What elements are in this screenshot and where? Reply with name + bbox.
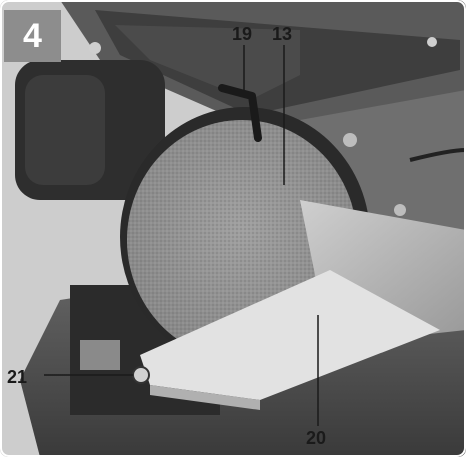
side-casing — [300, 90, 466, 260]
callout-21: 21 — [7, 367, 28, 387]
bolt-icon — [89, 42, 101, 54]
bolt-icon — [427, 37, 437, 47]
work-table — [140, 270, 440, 400]
power-cable — [409, 148, 466, 162]
hex-key — [218, 84, 262, 142]
callout-13: 13 — [272, 24, 293, 44]
callout-20: 20 — [306, 428, 327, 448]
lock-screw — [132, 366, 150, 384]
figure-number-badge: 4 — [4, 10, 61, 62]
callout-19: 19 — [232, 24, 253, 44]
